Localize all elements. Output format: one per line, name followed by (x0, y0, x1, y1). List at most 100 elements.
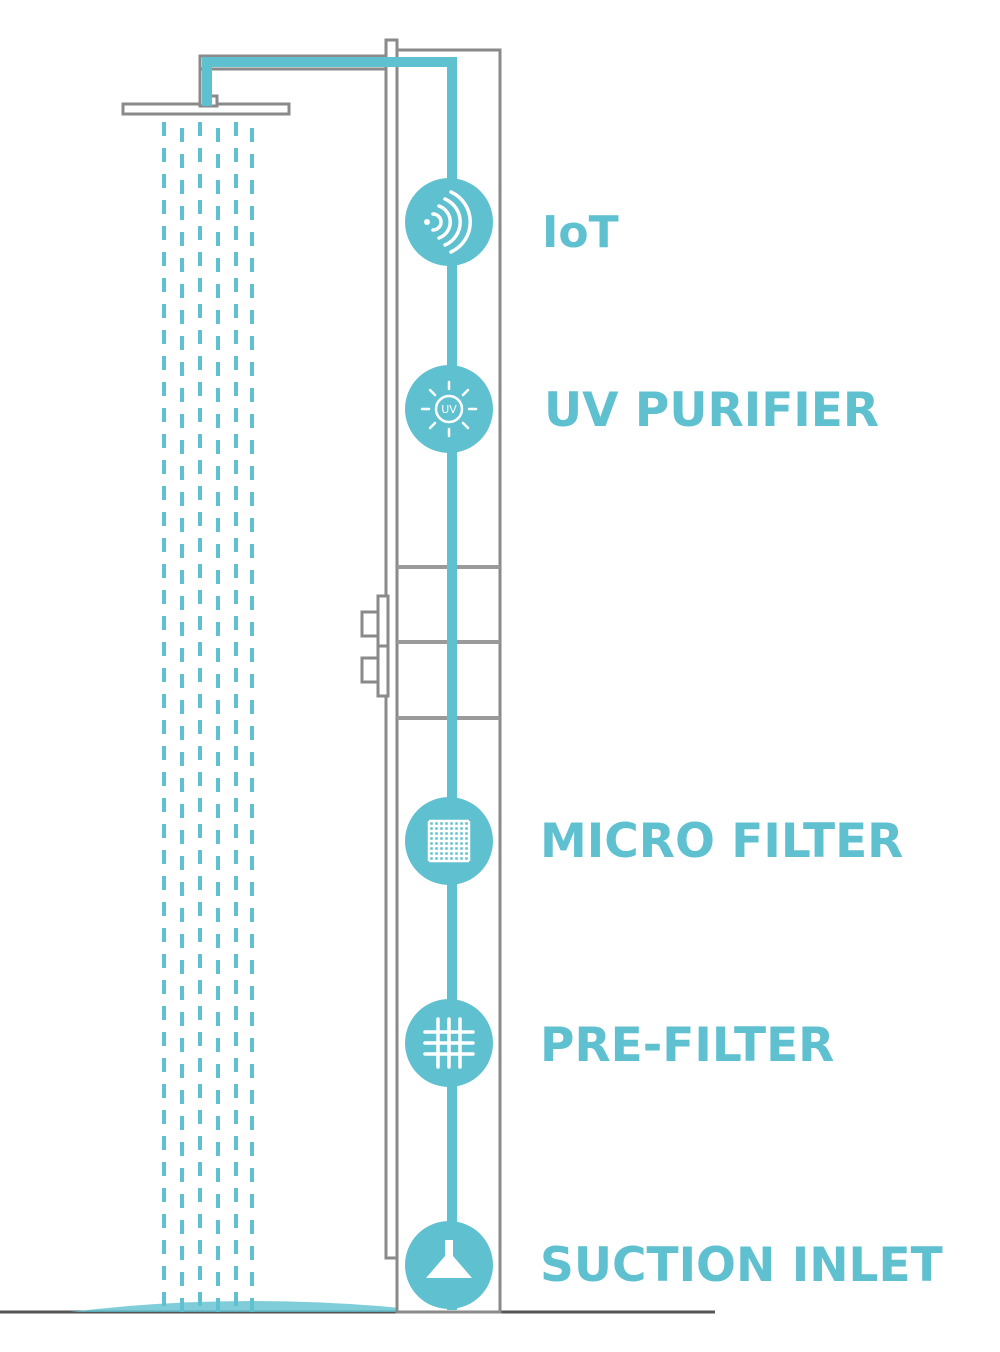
rain-drop (216, 414, 220, 428)
rain-drop (216, 336, 220, 350)
rain-drop (234, 122, 238, 136)
rain-drop (180, 700, 184, 714)
rain-drop (162, 486, 166, 500)
rain-drop (162, 122, 166, 136)
rain-drop (198, 356, 202, 370)
rain-drop (234, 148, 238, 162)
rain-drop (162, 694, 166, 708)
rain-drop (216, 310, 220, 324)
rain-drop (250, 336, 254, 350)
rain-drop (198, 278, 202, 292)
rain-drop (180, 596, 184, 610)
rain-drop (162, 1136, 166, 1150)
rain-drop (216, 700, 220, 714)
rain-drop (250, 440, 254, 454)
rain-drop (180, 752, 184, 766)
rain-drop (162, 460, 166, 474)
rain-drop (234, 824, 238, 838)
rain-drop (216, 1298, 220, 1312)
rain-drop (216, 986, 220, 1000)
rain-drop (198, 564, 202, 578)
rain-drop (162, 538, 166, 552)
rain-drop (162, 772, 166, 786)
rain-drop (216, 1220, 220, 1234)
rain-drop (216, 466, 220, 480)
rain-drop (234, 486, 238, 500)
rain-drop (198, 798, 202, 812)
rain-drop (234, 616, 238, 630)
rain-drop (250, 362, 254, 376)
rain-drop (250, 518, 254, 532)
rain-drop (250, 180, 254, 194)
rain-drop (216, 1064, 220, 1078)
rain-drop (250, 466, 254, 480)
rain-drop (234, 538, 238, 552)
rain-drop (234, 1032, 238, 1046)
rain-drop (180, 570, 184, 584)
rain-drop (180, 1194, 184, 1208)
rain-drop (216, 232, 220, 246)
uv-sun-icon: UV (405, 365, 493, 453)
rain-drop (198, 1110, 202, 1124)
rain-drop (180, 1272, 184, 1286)
rain-drop (250, 154, 254, 168)
rain-drop (198, 720, 202, 734)
rain-drop (162, 200, 166, 214)
rain-drop (198, 538, 202, 552)
label-pre-filter: PRE-FILTER (540, 1018, 835, 1073)
rain-drop (198, 382, 202, 396)
rain-drop (216, 830, 220, 844)
rain-drop (234, 642, 238, 656)
rain-drop (216, 752, 220, 766)
rain-drop (180, 232, 184, 246)
rain-drop (216, 1090, 220, 1104)
rain-drop (198, 1214, 202, 1228)
rain-drop (180, 622, 184, 636)
rain-drop (234, 434, 238, 448)
rain-drop (198, 876, 202, 890)
rain-drop (250, 752, 254, 766)
uv-icon-text: UV (441, 403, 457, 416)
rain-drop (250, 206, 254, 220)
rain-drop (234, 226, 238, 240)
rain-drop (162, 330, 166, 344)
rain-drop (180, 1142, 184, 1156)
rain-drop (234, 174, 238, 188)
rain-drop (180, 440, 184, 454)
rain-drop (162, 148, 166, 162)
rain-drop (180, 492, 184, 506)
rain-drop (250, 1090, 254, 1104)
rain-drop (180, 830, 184, 844)
rain-drop (198, 512, 202, 526)
rain-drop (216, 726, 220, 740)
rain-drop (198, 980, 202, 994)
rain-drop (234, 278, 238, 292)
water-rain (162, 122, 254, 1312)
rain-drop (180, 1038, 184, 1052)
rain-drop (250, 1038, 254, 1052)
rain-drop (216, 778, 220, 792)
rain-drop (198, 642, 202, 656)
rain-drop (234, 668, 238, 682)
rain-drop (234, 590, 238, 604)
rain-drop (180, 1012, 184, 1026)
rain-drop (198, 746, 202, 760)
rain-drop (250, 596, 254, 610)
rain-drop (180, 1090, 184, 1104)
rain-drop (162, 1110, 166, 1124)
rain-drop (180, 258, 184, 272)
rain-drop (180, 986, 184, 1000)
rain-drop (162, 1266, 166, 1280)
rain-drop (198, 1084, 202, 1098)
rain-drop (216, 570, 220, 584)
rain-drop (216, 934, 220, 948)
rain-drop (250, 1142, 254, 1156)
rain-drop (180, 1298, 184, 1312)
rain-drop (250, 544, 254, 558)
rain-drop (216, 596, 220, 610)
rain-drop (250, 908, 254, 922)
rain-drop (216, 1272, 220, 1286)
rain-drop (180, 466, 184, 480)
rain-drop (216, 908, 220, 922)
rain-drop (198, 486, 202, 500)
